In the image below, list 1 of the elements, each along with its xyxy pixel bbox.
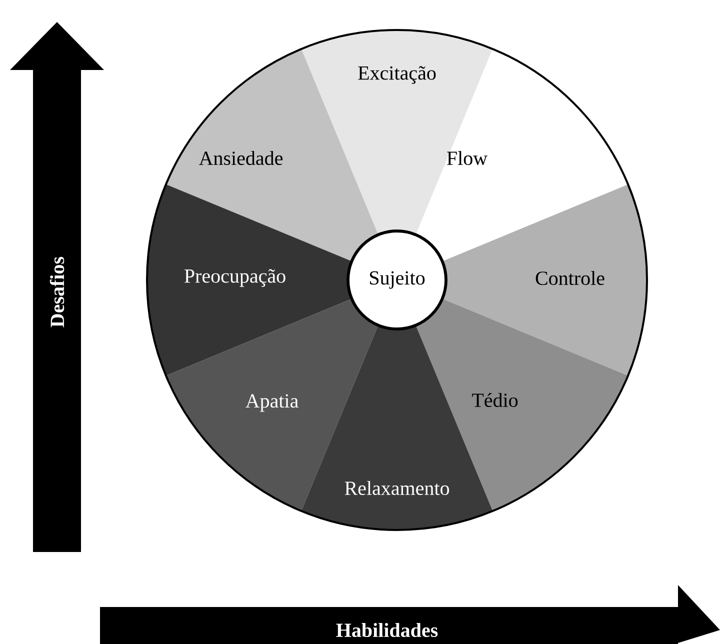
node-label: Flow — [447, 150, 488, 166]
